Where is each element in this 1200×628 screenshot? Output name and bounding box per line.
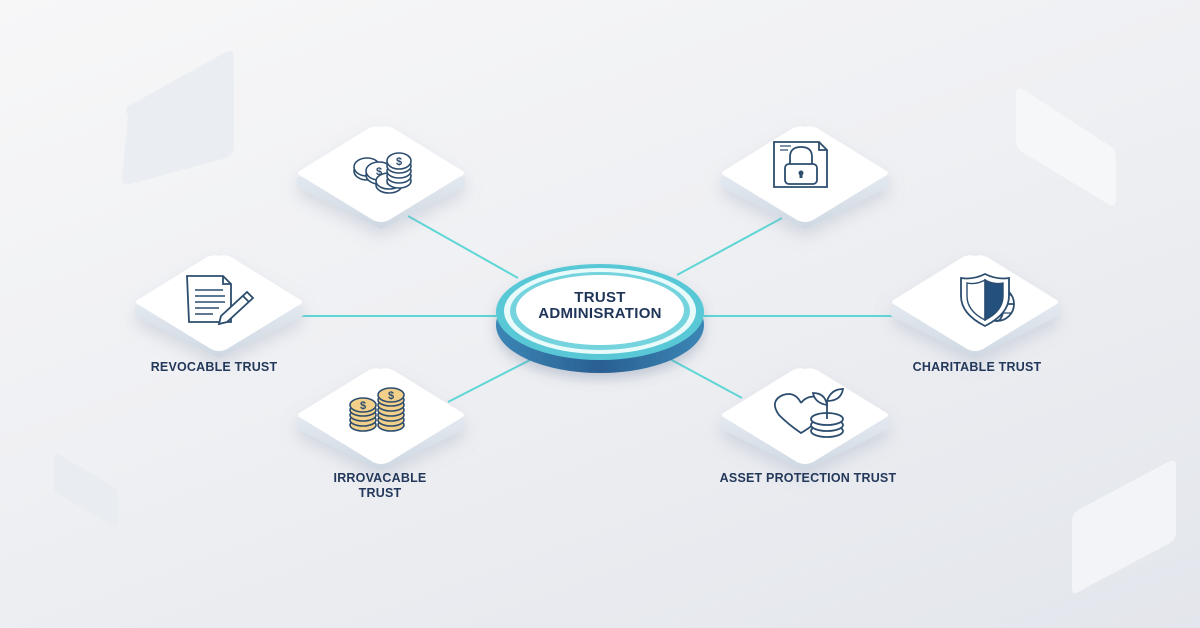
locked-document-icon — [773, 141, 828, 188]
connector-top-right — [676, 217, 783, 276]
node-coins-stack[interactable]: $ $ $ — [297, 126, 465, 229]
svg-text:$: $ — [388, 390, 394, 402]
node-locked-document[interactable] — [721, 126, 889, 229]
label-asset-protection-trust: ASSET PROTECTION TRUST — [719, 471, 897, 485]
label-irrevocable-trust: IRROVACABLE TRUST — [334, 471, 427, 501]
svg-text:$: $ — [360, 400, 366, 412]
decor-panel-bottom-left — [54, 454, 118, 526]
decor-panel-bottom-right — [1072, 460, 1176, 594]
center-title-line1: TRUST — [574, 289, 626, 306]
heart-plant-coin-icon — [773, 388, 845, 438]
node-charitable-trust[interactable] — [891, 255, 1059, 358]
connectors — [298, 215, 896, 403]
coins-icon: $ $ $ — [353, 152, 412, 194]
center-title: TRUST ADMINISRATION — [538, 290, 662, 322]
decor-panel-top-right — [1016, 88, 1116, 206]
gold-coins-icon: $ $ — [349, 387, 405, 432]
label-irrevocable-line1: IRROVACABLE — [333, 471, 427, 485]
document-pencil-icon — [186, 275, 255, 326]
decor-panel-top-left — [122, 50, 234, 185]
svg-text:$: $ — [396, 156, 402, 168]
label-revocable-trust: REVOCABLE TRUST — [150, 360, 278, 374]
svg-text:$: $ — [376, 166, 382, 178]
connector-bottom-left — [447, 359, 531, 403]
node-revocable-trust[interactable] — [135, 255, 303, 358]
node-irrevocable-trust[interactable]: $ $ — [297, 368, 465, 471]
label-irrevocable-line2: TRUST — [358, 486, 402, 500]
label-charitable-trust: CHARITABLE TRUST — [912, 360, 1042, 374]
connector-bottom-right — [667, 357, 743, 399]
center-title-line2: ADMINISRATION — [538, 305, 662, 322]
shield-globe-icon — [960, 272, 1015, 328]
background-decorations — [54, 50, 1176, 594]
node-asset-protection-trust[interactable] — [721, 368, 889, 471]
center-hub[interactable] — [496, 264, 704, 373]
connector-top-left — [407, 215, 519, 279]
